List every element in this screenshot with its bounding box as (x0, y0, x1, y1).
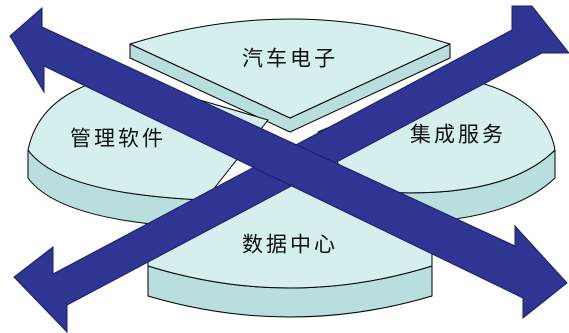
label-bottom: 数据中心 (242, 233, 338, 257)
label-left: 管理软件 (70, 127, 166, 151)
label-right: 集成服务 (410, 123, 506, 147)
label-top: 汽车电子 (242, 47, 338, 71)
